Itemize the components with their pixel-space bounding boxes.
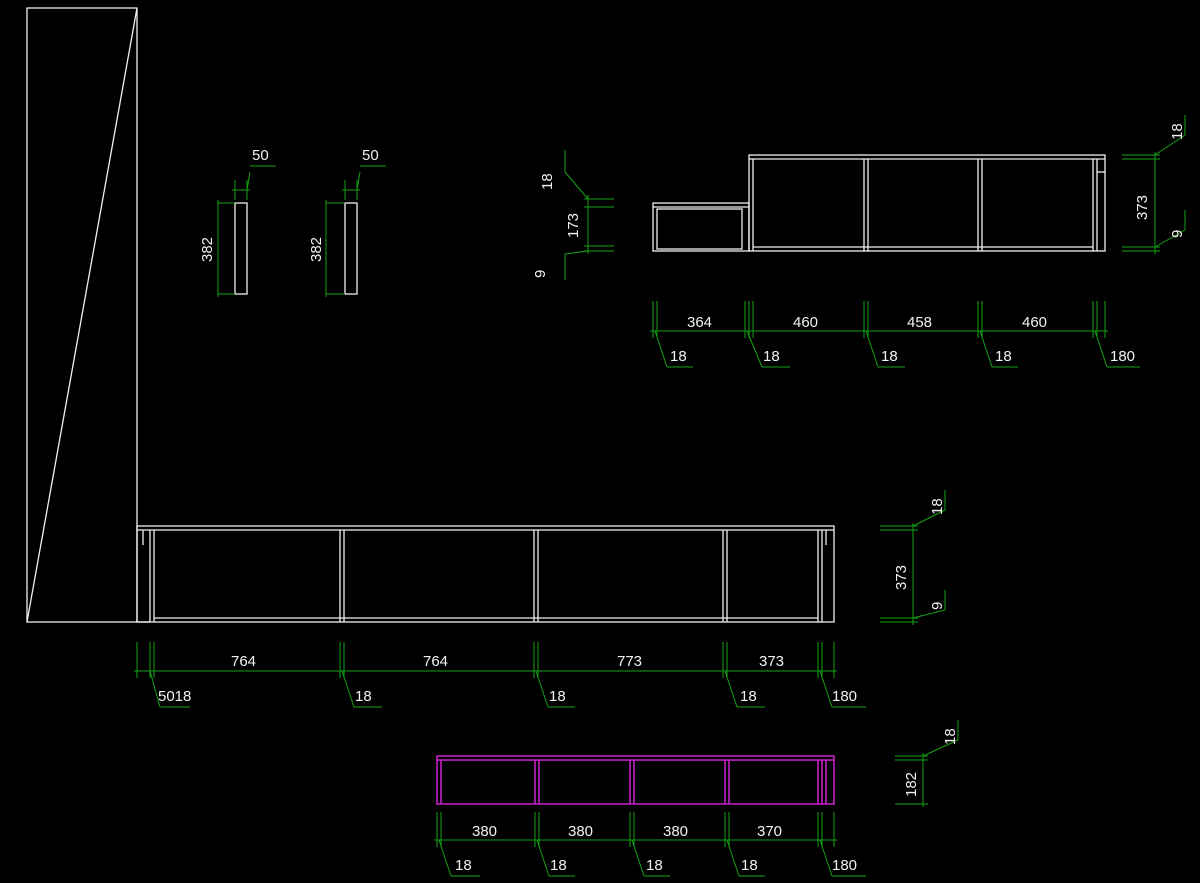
upper-tall-top-label: 18 <box>1169 123 1186 140</box>
upper-thick-5: 180 <box>1110 348 1135 365</box>
upper-thick-1: 18 <box>670 348 687 365</box>
upper-thick-2: 18 <box>763 348 780 365</box>
upper-width-dims: 364 460 458 460 18 18 18 18 180 <box>650 301 1140 368</box>
lower-width-2: 764 <box>423 653 448 670</box>
upper-width-3: 458 <box>907 314 932 331</box>
upper-tall-height-dims: 18 373 9 <box>1122 115 1186 254</box>
shelf-thick-3: 18 <box>646 857 663 874</box>
lower-thick-5: 180 <box>832 688 857 705</box>
upper-small-height-dims: 18 173 9 <box>532 150 614 280</box>
shelf-width-3: 380 <box>663 823 688 840</box>
side-wall-elevation <box>26 7 150 623</box>
upper-width-4: 460 <box>1022 314 1047 331</box>
lower-thick-2: 18 <box>355 688 372 705</box>
shelf-unit-selected[interactable] <box>436 755 835 805</box>
lower-width-1: 764 <box>231 653 256 670</box>
upper-small-bottom-label: 9 <box>532 270 549 278</box>
upper-width-2: 460 <box>793 314 818 331</box>
shelf-body-label: 182 <box>903 772 920 797</box>
panel-right-height-label: 382 <box>308 237 325 262</box>
lower-thick-1: 5018 <box>158 688 191 705</box>
shelf-thick-1: 18 <box>455 857 472 874</box>
lower-body-label: 373 <box>893 565 910 590</box>
shelf-height-dims: 18 182 <box>895 720 959 807</box>
shelf-thick-4: 18 <box>741 857 758 874</box>
lower-cabinet-elevation <box>136 525 835 623</box>
lower-thick-4: 18 <box>740 688 757 705</box>
upper-tall-body-label: 373 <box>1134 195 1151 220</box>
panel-right-width-label: 50 <box>362 147 379 164</box>
upper-small-body-label: 173 <box>565 213 582 238</box>
lower-width-4: 373 <box>759 653 784 670</box>
lower-bottom-label: 9 <box>929 602 946 610</box>
upper-tall-bottom-label: 9 <box>1169 230 1186 238</box>
lower-top-label: 18 <box>929 498 946 515</box>
narrow-panel-left: 50 382 <box>199 147 276 297</box>
shelf-width-1: 380 <box>472 823 497 840</box>
upper-width-1: 364 <box>687 314 712 331</box>
shelf-width-4: 370 <box>757 823 782 840</box>
shelf-width-dims: 380 380 380 370 18 18 18 18 180 <box>434 812 866 877</box>
narrow-panel-right: 50 382 <box>308 147 386 297</box>
panel-left-height-label: 382 <box>199 237 216 262</box>
shelf-width-2: 380 <box>568 823 593 840</box>
shelf-thick-2: 18 <box>550 857 567 874</box>
upper-thick-3: 18 <box>881 348 898 365</box>
lower-thick-3: 18 <box>549 688 566 705</box>
lower-height-dims: 18 373 9 <box>880 490 946 625</box>
shelf-top-label: 18 <box>942 728 959 745</box>
shelf-thick-5: 180 <box>832 857 857 874</box>
upper-cabinet-elevation <box>652 154 1106 252</box>
panel-left-width-label: 50 <box>252 147 269 164</box>
lower-width-dims: 764 764 773 373 5018 18 18 18 180 <box>134 642 866 708</box>
upper-thick-4: 18 <box>995 348 1012 365</box>
lower-width-3: 773 <box>617 653 642 670</box>
upper-small-top-label: 18 <box>539 173 556 190</box>
